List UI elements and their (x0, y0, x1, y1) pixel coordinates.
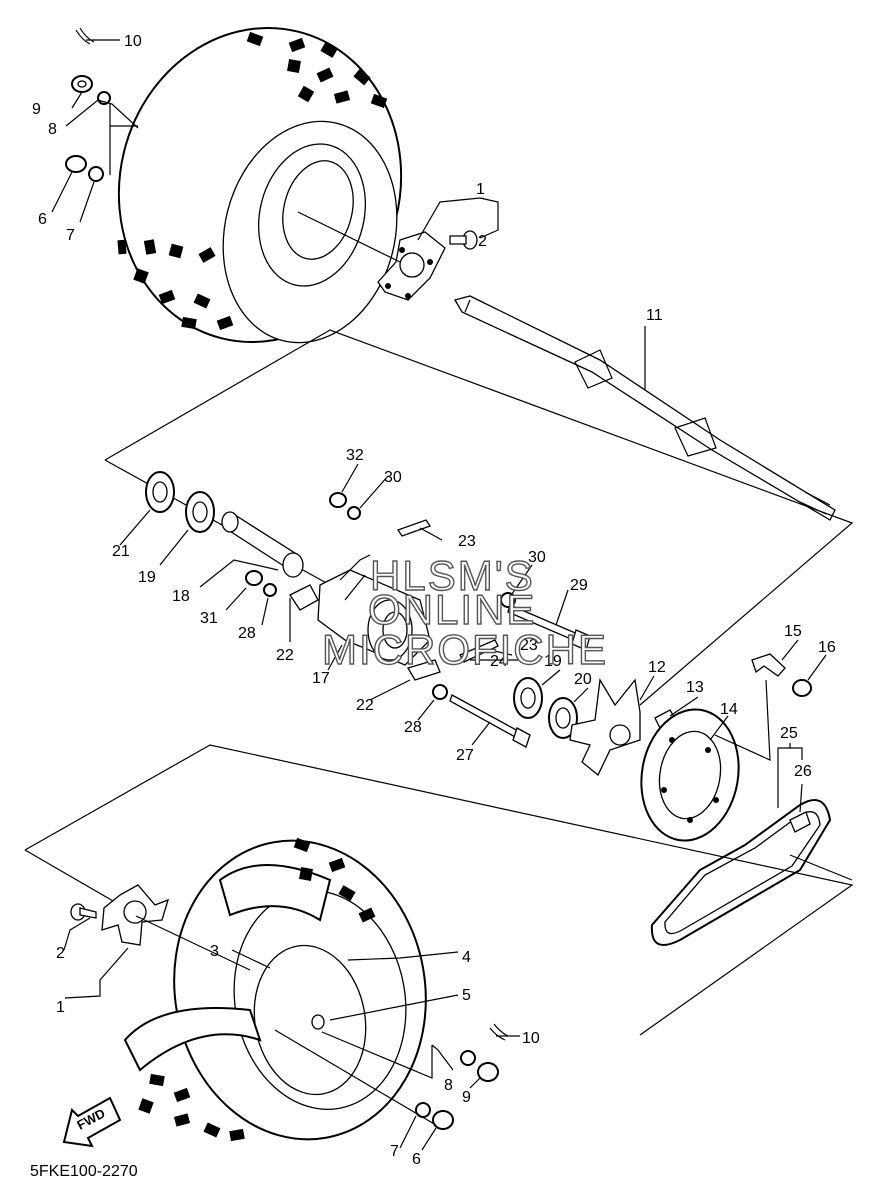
washer-30-top (347, 506, 361, 520)
callout-17: 17 (312, 670, 330, 687)
diagram-code: 5FKE100-2270 (30, 1163, 138, 1180)
callout-8-upper: 8 (48, 121, 57, 138)
axle-housing (289, 554, 441, 681)
callout-32: 32 (346, 447, 364, 464)
callout-16: 16 (818, 639, 836, 656)
forward-arrow: FWD (62, 1096, 122, 1148)
bolt-29 (507, 604, 591, 651)
callout-18: 18 (172, 588, 190, 605)
watermark-line-3: MICROFICHE (322, 626, 608, 673)
callout-23-top: 23 (458, 533, 476, 550)
callout-30-right: 30 (528, 549, 546, 566)
callout-14: 14 (720, 701, 738, 718)
washer-30-right (500, 592, 516, 608)
watermark-line-2: ONLINE (368, 586, 536, 633)
callout-4: 4 (462, 949, 471, 966)
nut-32 (329, 492, 347, 508)
callout-27: 27 (456, 747, 474, 764)
upper-hub-bolt (449, 230, 478, 250)
callout-20: 20 (574, 671, 592, 688)
lower-tire (123, 837, 427, 1142)
bolt-23-top (396, 519, 432, 537)
callout-2-upper: 2 (478, 233, 487, 250)
chain-link-26 (789, 811, 811, 833)
lower-hub-bolt (70, 903, 97, 921)
callout-12: 12 (648, 659, 666, 676)
callout-22-bottom: 22 (356, 697, 374, 714)
callout-2-lower: 2 (56, 945, 65, 962)
washer-28-left (263, 583, 277, 597)
bolt-23-mid (459, 639, 499, 663)
washer-28-right (432, 684, 448, 700)
callout-19-right: 19 (544, 653, 562, 670)
drive-chain (650, 799, 832, 946)
callout-28-left: 28 (238, 625, 256, 642)
leader-lines (51, 39, 853, 1151)
watermark: HLSM'S ONLINE MICROFICHE (321, 551, 608, 673)
callout-22-left: 22 (276, 647, 294, 664)
callout-8-lower: 8 (444, 1077, 453, 1094)
callouts: 10 9 8 6 7 1 2 11 32 30 23 30 29 21 19 1… (32, 33, 836, 1168)
bearing-21 (145, 471, 175, 513)
upper-tire (117, 26, 403, 344)
axle-nut-lower (477, 1062, 499, 1082)
wheel-stud-5 (311, 1014, 325, 1030)
nut-31 (245, 570, 263, 586)
callout-10-lower: 10 (522, 1030, 540, 1047)
callout-13: 13 (686, 679, 704, 696)
chain-bracket (751, 653, 786, 677)
callout-31: 31 (200, 610, 218, 627)
spacer-tube-18 (221, 511, 304, 578)
callout-21: 21 (112, 543, 130, 560)
lower-hub (101, 884, 170, 946)
rear-axle (454, 295, 836, 521)
upper-hub (377, 231, 446, 301)
callout-28-bottom: 28 (404, 719, 422, 736)
axle-nut-upper (71, 75, 93, 93)
callout-7-lower: 7 (390, 1143, 399, 1160)
callout-9-upper: 9 (32, 101, 41, 118)
cotter-pin-upper (75, 27, 95, 45)
callout-9-lower: 9 (462, 1089, 471, 1106)
callout-7-upper: 7 (66, 227, 75, 244)
bearing-19-left (185, 491, 215, 533)
callout-1-lower: 1 (56, 999, 65, 1016)
callout-25: 25 (780, 725, 798, 742)
nut-16 (792, 679, 812, 697)
rear-sprocket (640, 708, 740, 842)
callout-19-left: 19 (138, 569, 156, 586)
wheel-nut-lower (432, 1110, 454, 1130)
washer-lower-8 (460, 1050, 476, 1066)
callout-10-upper: 10 (124, 33, 142, 50)
sprocket-hub (569, 678, 641, 777)
watermark-line-1: HLSM'S (370, 552, 535, 599)
lower-section-frame (24, 744, 854, 1036)
callout-30-top: 30 (384, 469, 402, 486)
callout-26: 26 (794, 763, 812, 780)
callout-11: 11 (646, 307, 663, 324)
callout-3: 3 (210, 943, 219, 960)
callout-6-lower: 6 (412, 1151, 421, 1168)
callout-24: 24 (490, 653, 508, 670)
callout-23-mid: 23 (520, 637, 538, 654)
callout-1-upper: 1 (476, 181, 485, 198)
wheel-nut-upper (65, 155, 87, 173)
wheel-washer-upper (88, 166, 104, 182)
callout-6-upper: 6 (38, 211, 47, 228)
callout-5: 5 (462, 987, 471, 1004)
callout-29: 29 (570, 577, 588, 594)
bearing-20 (548, 697, 578, 739)
bearing-19-right (513, 677, 543, 719)
callout-15: 15 (784, 623, 802, 640)
bolt-27 (449, 694, 531, 748)
cotter-pin-lower (489, 1023, 509, 1041)
